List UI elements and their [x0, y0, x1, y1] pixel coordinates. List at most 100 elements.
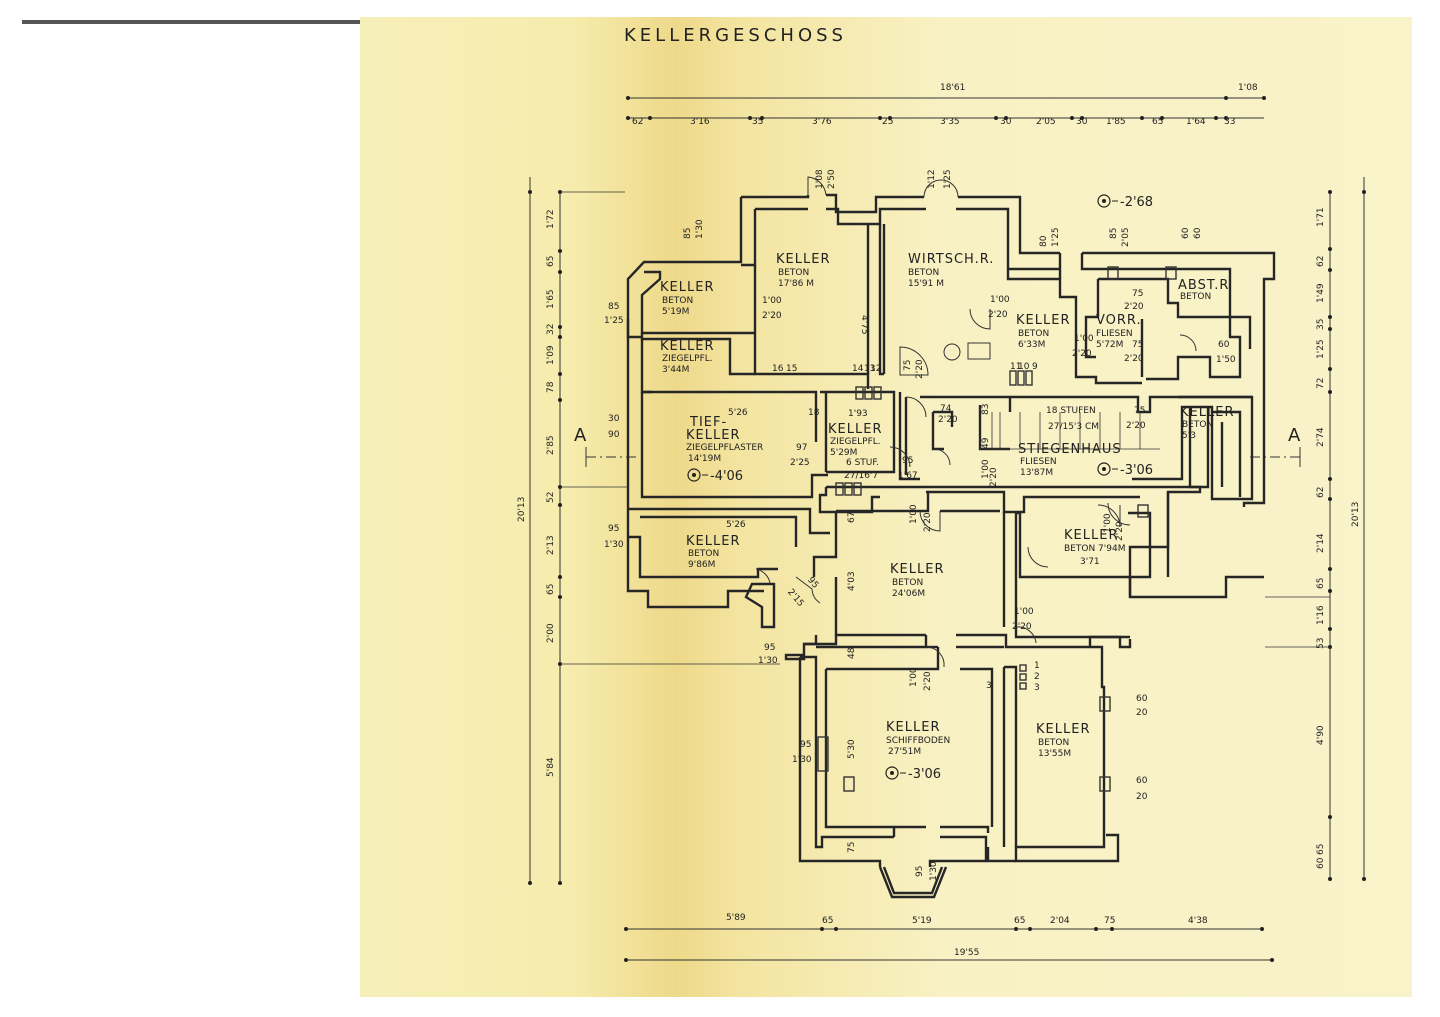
dim-label: 95 [800, 740, 811, 750]
plan-title: KELLERGESCHOSS [624, 25, 847, 46]
room-area: 6'33M [1018, 340, 1045, 350]
dim-label: 25 [882, 117, 893, 127]
dim-label: 5'26 [728, 408, 748, 418]
dim-label: 75 [1104, 916, 1115, 926]
room-name: WIRTSCH.R. [908, 252, 994, 267]
dim-label: 1'00 [1074, 334, 1094, 344]
dim-label: 2'15 [785, 587, 805, 608]
dim-label: 67 [847, 512, 857, 523]
stair-blocks [817, 266, 1177, 792]
room-name: KELLER [1036, 722, 1090, 737]
dim-label: 60 [1181, 227, 1191, 239]
dim-label: 65 [1152, 117, 1163, 127]
dim-label: 2'05 [1121, 227, 1131, 247]
dim-label: 60 [1136, 694, 1148, 704]
level-markers: -2'68 -4'06 -3'06 -3'06 [687, 194, 1153, 782]
dim-label: 52 [546, 492, 556, 503]
room-material: BETON [892, 578, 923, 588]
level-marker-icon [1097, 194, 1118, 208]
dim-label: 85 [683, 228, 693, 239]
dim-label: 95 [764, 643, 775, 653]
room-name: KELLER [686, 428, 740, 443]
dim-label: 20 [1136, 792, 1148, 802]
room-material: FLIESEN [1096, 329, 1133, 339]
dim-label: 2'20 [1115, 521, 1125, 541]
room-name: KELLER [1016, 313, 1070, 328]
stair-label: 27/15'3 CM [1048, 422, 1099, 432]
dim-label: 65 [546, 584, 556, 595]
room-name: STIEGENHAUS [1018, 442, 1122, 457]
dim-label: 15 [786, 364, 797, 374]
bottom-dimension-lines: 5'89 65 5'19 65 2'04 75 4'38 19'55 [624, 913, 1274, 962]
dim-label: 85 [1109, 228, 1119, 239]
room-material: BETON [662, 296, 693, 306]
dim-label: 1'08 [815, 169, 825, 189]
room-area: 9'86M [688, 560, 715, 570]
dim-label: 1'25 [604, 316, 624, 326]
dim-label: 60 [1136, 776, 1148, 786]
dim-label: 1'30 [604, 540, 624, 550]
dim-label: 1'50 [1216, 355, 1236, 365]
room-material: BETON [1180, 292, 1211, 302]
dim-label: 1'30 [792, 755, 812, 765]
dim-label: 12 [870, 364, 881, 374]
dim-label: 2'20 [988, 310, 1008, 320]
dim-label: 95 [608, 524, 619, 534]
dim-label: 83 [981, 404, 991, 415]
dim-label: 1'30 [758, 656, 778, 666]
door-swings [755, 176, 1197, 668]
dim-label: 2'00 [546, 623, 556, 643]
room-name: VORR. [1096, 313, 1142, 328]
dim-label: 1'71 [1316, 207, 1326, 227]
room-material: ZIEGELPFL. [830, 437, 881, 447]
dim-label: 62 [632, 117, 643, 127]
room-name: KELLER [890, 562, 944, 577]
dim-label: 5'89 [726, 913, 746, 923]
dim-label: 35 [1316, 319, 1326, 330]
room-name: KELLER [1180, 405, 1234, 420]
dim-label: 1'49 [1316, 283, 1326, 303]
dim-label: 1'72 [546, 209, 556, 229]
room-material: BETON [778, 268, 809, 278]
dim-label: 2'50 [827, 169, 837, 189]
dim-label: 10 [1018, 362, 1030, 372]
room-area: 24'06M [892, 589, 925, 599]
stair-labels: 18 STUFEN 27/15'3 CM 6 STUF. 27/16'7 [844, 406, 1099, 481]
dim-label: 4'75 [859, 315, 869, 335]
room-area: 15'91 M [908, 279, 944, 289]
dim-label: 1'25 [943, 169, 953, 189]
dim-label: 1'25 [1051, 227, 1061, 247]
dim-label: 2'05 [1036, 117, 1056, 127]
dim-label: 11 [1010, 362, 1021, 372]
dim-label: 5'30 [847, 739, 857, 759]
stair-label: 27/16'7 [844, 471, 878, 481]
dim-label: 48 [847, 647, 857, 659]
section-label-left: A [574, 425, 587, 446]
level-label: -3'06 [908, 767, 941, 782]
dim-label: 1'12 [927, 169, 937, 189]
left-total-dim: 20'13 [517, 497, 527, 522]
dim-label: 1'30 [695, 219, 705, 239]
dim-label: 14 [852, 364, 864, 374]
dim-label: 1'00 [981, 459, 991, 479]
room-name: KELLER [686, 534, 740, 549]
right-dimension-lines: 1'71 62 1'49 35 1'25 72 2'74 62 2'14 65 … [1316, 177, 1366, 881]
dim-label: 60 [1193, 227, 1203, 239]
stair-label: 18 STUFEN [1046, 406, 1096, 416]
dim-label: 2'04 [1050, 916, 1070, 926]
dim-label: 1'67 [898, 471, 918, 481]
room-area: 5'72M [1096, 340, 1123, 350]
room-material: BETON [908, 268, 939, 278]
top-extra-dim: 1'08 [1238, 83, 1258, 93]
dim-label: 2'25 [790, 458, 810, 468]
dim-label: 13 [864, 364, 875, 374]
room-area: 13'55M [1038, 749, 1071, 759]
dim-label: 62 [1316, 487, 1326, 498]
dim-label: 5'84 [546, 757, 556, 777]
dim-label: 1 [1034, 661, 1040, 671]
dim-label: 30 [1076, 117, 1088, 127]
dim-label: 2 [1034, 672, 1040, 682]
top-total-dim: 18'61 [940, 83, 965, 93]
level-marker-icon [885, 766, 906, 780]
dim-label: 1'00 [1014, 607, 1034, 617]
